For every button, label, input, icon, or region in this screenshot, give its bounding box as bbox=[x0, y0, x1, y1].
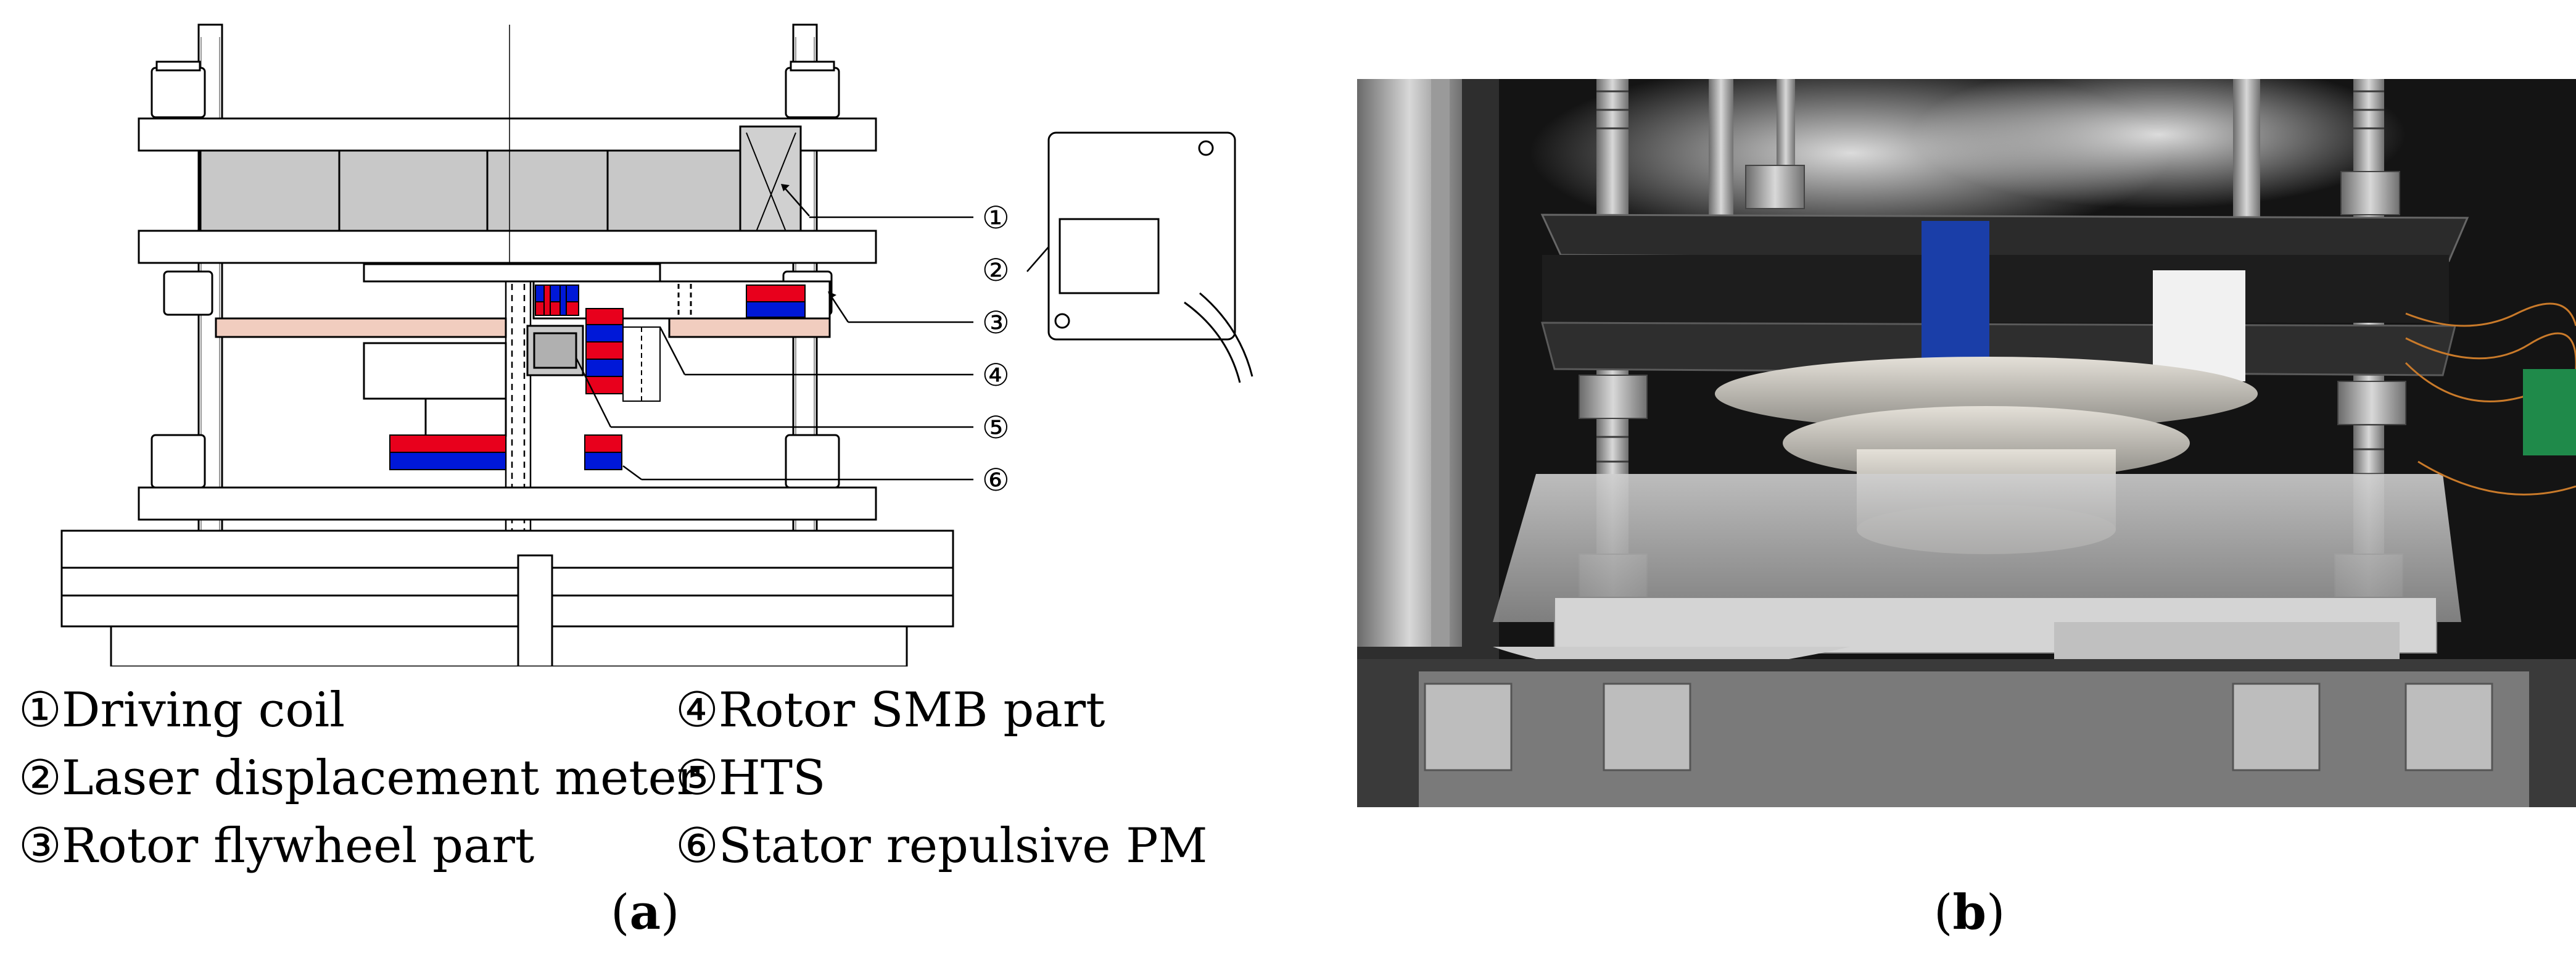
legend-laser-meter: ②Laser displacement meter bbox=[19, 750, 700, 806]
photo-base bbox=[1357, 474, 2576, 807]
flywheel-disk bbox=[215, 263, 831, 338]
panel-b-label: (b) bbox=[1934, 884, 2005, 940]
legend-rotor-flywheel: ③Rotor flywheel part bbox=[19, 818, 535, 874]
flywheel-magnets bbox=[535, 284, 806, 318]
callout-2: ② bbox=[982, 252, 1010, 288]
leader-lines bbox=[575, 185, 1049, 481]
panel-a: ① ② ③ ④ ⑤ ⑥ ①Driving coil ②Laser displac… bbox=[19, 23, 1253, 940]
hts-block bbox=[526, 325, 584, 376]
apparatus-photo bbox=[1357, 60, 2576, 807]
lower-body bbox=[363, 342, 507, 437]
callout-1: ① bbox=[982, 200, 1010, 236]
nuts bbox=[151, 60, 840, 489]
legend-stator-pm: ⑥Stator repulsive PM bbox=[675, 818, 1208, 874]
rotor-smb-stack bbox=[585, 308, 661, 402]
base-plates bbox=[60, 529, 954, 666]
legend-rotor-smb: ④Rotor SMB part bbox=[675, 683, 1105, 738]
apparatus-drawing: ① ② ③ ④ ⑤ ⑥ bbox=[60, 23, 1253, 666]
panel-a-label: (a) bbox=[611, 884, 680, 940]
panel-a-letter: a bbox=[629, 884, 661, 940]
middle-plate bbox=[138, 230, 877, 264]
center-shaft bbox=[505, 25, 532, 666]
photo-plates bbox=[1540, 214, 2469, 381]
laser-meter-icon bbox=[1047, 131, 1253, 383]
callout-4: ④ bbox=[982, 357, 1010, 393]
callout-6: ⑥ bbox=[982, 462, 1010, 498]
callout-5: ⑤ bbox=[982, 410, 1010, 446]
stator-magnets bbox=[389, 434, 622, 470]
panel-b: (b) bbox=[1332, 0, 2576, 959]
lower-plate bbox=[138, 486, 877, 521]
photo-blue-tape bbox=[1922, 221, 1989, 369]
panel-b-letter: b bbox=[1952, 884, 1986, 940]
legend-hts: ⑤HTS bbox=[675, 750, 826, 806]
legend-driving-coil: ①Driving coil bbox=[19, 683, 345, 738]
callout-3: ③ bbox=[982, 305, 1010, 341]
